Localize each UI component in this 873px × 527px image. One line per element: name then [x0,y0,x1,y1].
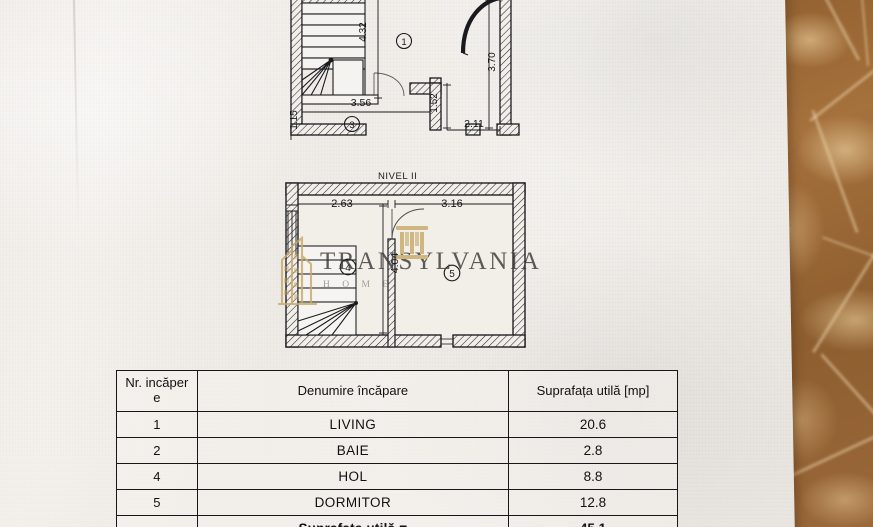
table-row: 5 DORMITOR 12.8 [116,488,678,516]
table-row: 2 BAIE 2.8 [116,436,678,464]
level-label-nivel-2: NIVEL II [378,171,418,182]
cell-name: HOL [196,462,510,490]
svg-text:3: 3 [349,120,354,131]
cell-area: 8.8 [508,462,678,490]
dim-2-63: 2.63 [331,198,352,210]
cell-area: 12.8 [508,488,678,516]
dim-4-32: 4.32 [358,22,369,42]
header-area: Suprafața utilă [mp] [508,370,678,412]
table-row: 1 LIVING 20.6 [116,410,678,438]
svg-text:1: 1 [401,37,406,48]
cell-total-area: 45.1 [508,514,678,527]
cell-total-nr [116,514,198,527]
header-nr: Nr. incăper e [116,370,198,412]
cell-name: BAIE [196,436,510,464]
dim-3-70: 3.70 [487,52,498,72]
cell-total-name: Suprafața utilă = [196,514,510,527]
dim-2-11: 2.11 [464,118,484,130]
cell-nr: 1 [116,410,198,438]
cell-nr: 4 [116,462,198,490]
cell-nr: 2 [116,436,198,464]
table-header-row: Nr. incăper e Denumire încăpare Suprafaț… [116,370,678,412]
cell-nr: 5 [116,488,198,516]
table-row: 4 HOL 8.8 [116,462,678,490]
cell-area: 2.8 [508,436,678,464]
cell-name: DORMITOR [196,488,510,516]
svg-text:4: 4 [345,263,351,274]
svg-text:5: 5 [449,269,455,280]
dim-4-04: 4.04 [389,253,401,274]
table-total-row: Suprafața utilă = 45.1 [116,514,678,527]
dim-1-52: 1.52 [429,93,440,113]
rooms-area-table: Nr. incăper e Denumire încăpare Suprafaț… [116,370,678,527]
header-name: Denumire încăpare [196,370,510,412]
floor-plan-upper: 1 3 4.32 3.56 1.15 1.52 2.11 3.70 [0,0,600,150]
cell-area: 20.6 [508,410,678,438]
cell-name: LIVING [196,410,510,438]
dim-3-16: 3.16 [441,198,462,210]
dim-3-56: 3.56 [351,97,372,109]
dim-1-15: 1.15 [289,110,300,130]
floor-plan-nivel-2: 2.63 3.16 4.04 4 5 [0,163,600,363]
